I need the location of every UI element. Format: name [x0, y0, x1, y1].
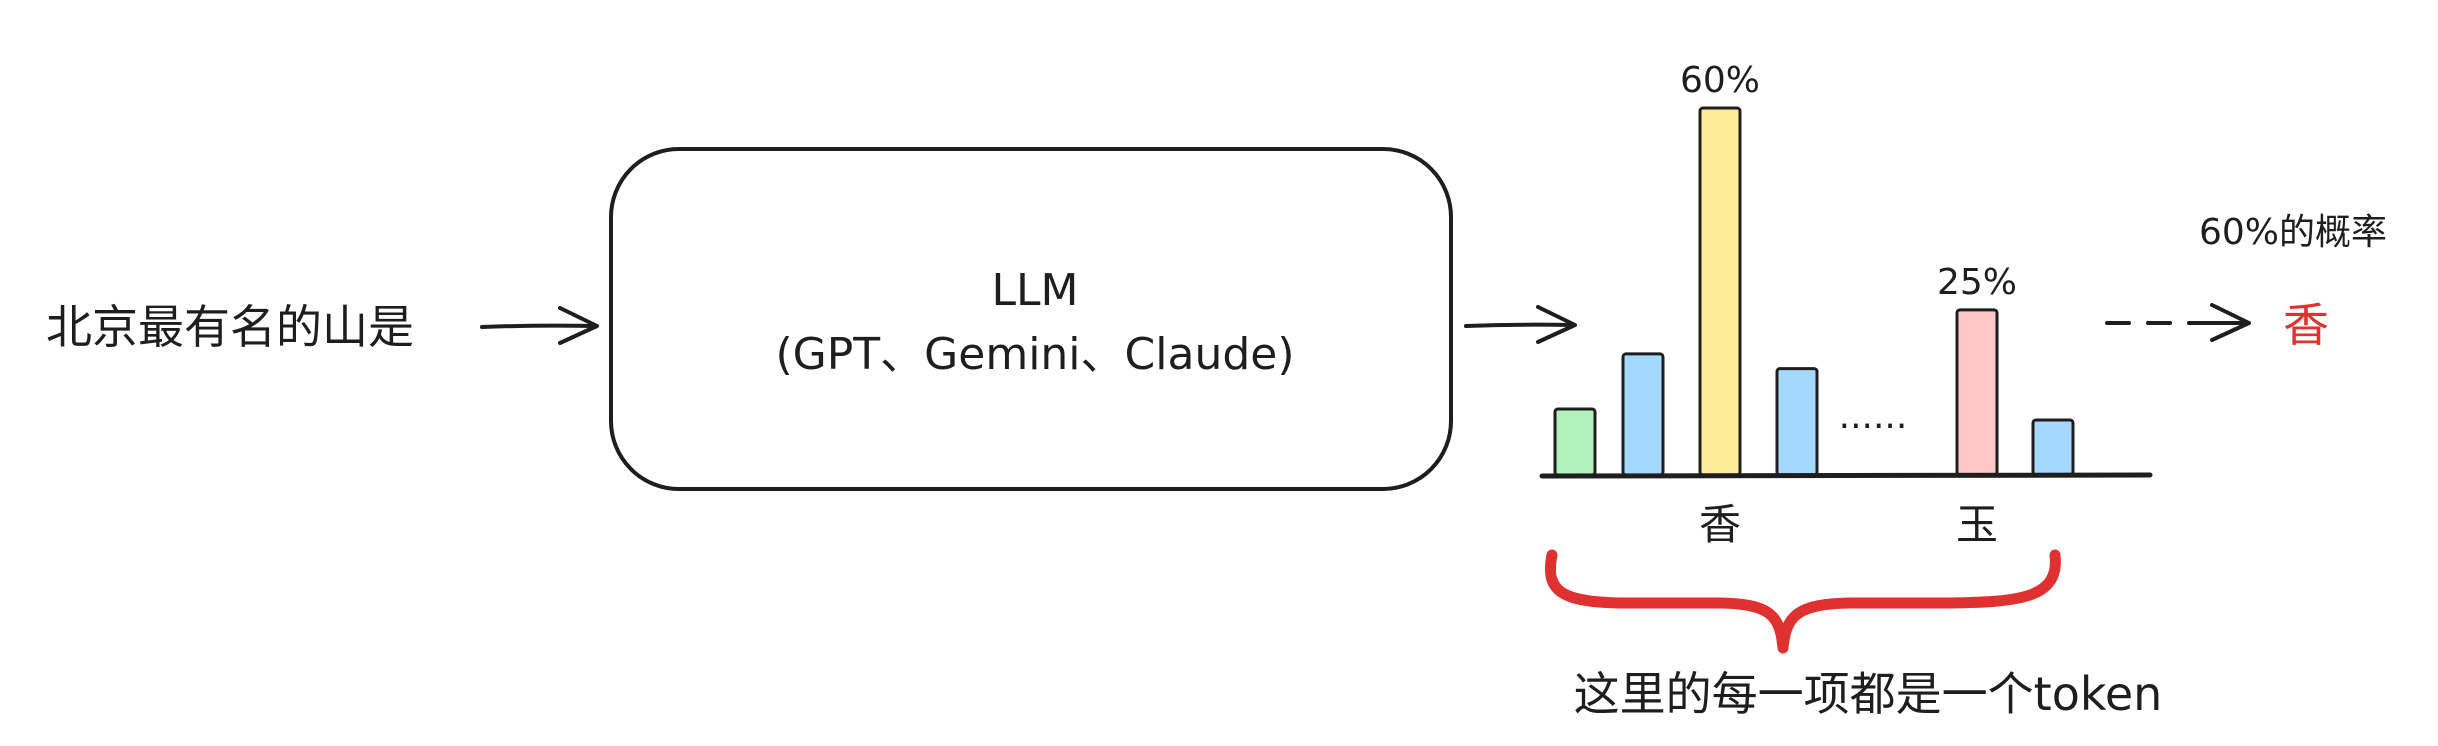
- result-arrow: [2105, 303, 2251, 342]
- llm-title: LLM: [992, 265, 1079, 316]
- result-token: 香: [2283, 298, 2329, 352]
- bar-token-label: 香: [1699, 500, 1741, 549]
- bar-probability-label: 25%: [1937, 262, 2017, 303]
- probability-bar: [1775, 367, 1819, 477]
- probability-bar: [2031, 418, 2075, 477]
- brace-caption: 这里的每一项都是一个token: [1574, 667, 2163, 721]
- token-probability-bars: 60% 香 25% 玉: [1553, 60, 2075, 549]
- probability-bar: [1955, 308, 1999, 477]
- bar-probability-label: 60%: [1680, 60, 1760, 101]
- output-arrow: [1464, 305, 1577, 344]
- bar-token-label: 玉: [1956, 500, 1998, 549]
- probability-bar: [1553, 407, 1597, 477]
- llm-subtitle: (GPT、Gemini、Claude): [776, 329, 1295, 380]
- input-prompt: 北京最有名的山是: [46, 300, 414, 354]
- probability-bar: [1698, 106, 1742, 477]
- bars-ellipsis: ......: [1839, 396, 1908, 437]
- llm-box: [609, 147, 1453, 491]
- curly-brace: [1545, 549, 2061, 654]
- probability-bar: [1621, 352, 1665, 477]
- input-arrow: [480, 306, 599, 345]
- result-probability: 60%的概率: [2199, 212, 2387, 253]
- baseline: [1539, 472, 2153, 479]
